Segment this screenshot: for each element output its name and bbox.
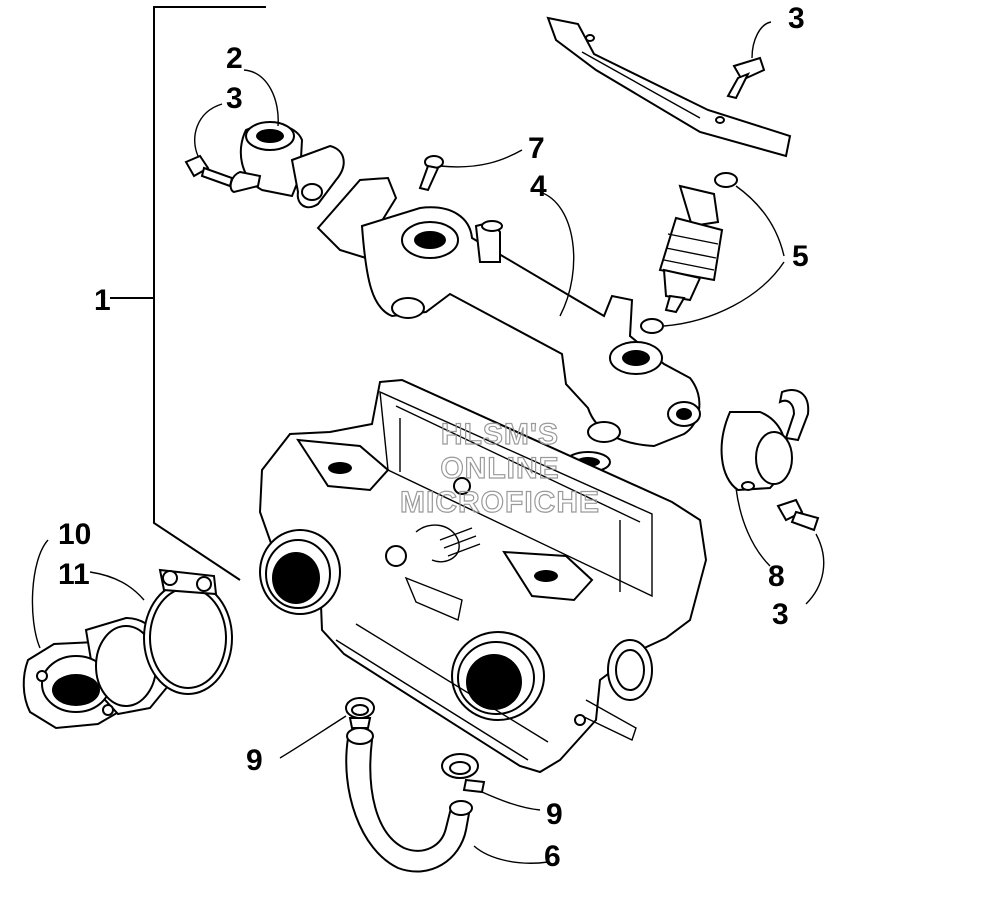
callout-3-upper-left: 3 xyxy=(226,82,243,115)
bolt-right xyxy=(776,498,825,605)
callout-3-top-right: 3 xyxy=(788,2,805,35)
fuel-injector xyxy=(640,172,785,334)
callout-11: 11 xyxy=(58,558,90,591)
callout-6: 6 xyxy=(544,840,561,873)
bolt-upper-left xyxy=(184,103,234,188)
throttle-body xyxy=(258,378,708,774)
hose-clip-right xyxy=(441,753,541,811)
watermark-line-1: HLSM'S xyxy=(441,418,559,451)
hose-clip-left xyxy=(279,697,375,759)
callout-4: 4 xyxy=(530,170,547,203)
callout-9-left: 9 xyxy=(246,744,263,777)
bolt-top-right xyxy=(726,21,772,100)
watermark-line-3: MICROFICHE xyxy=(400,486,600,519)
callout-9-right: 9 xyxy=(546,798,563,831)
watermark: HLSM'S ONLINE MICROFICHE xyxy=(399,417,600,519)
screw xyxy=(418,149,523,192)
mounting-plate xyxy=(546,16,792,158)
callout-3-right: 3 xyxy=(772,598,789,631)
watermark-line-2: ONLINE xyxy=(440,452,559,485)
callout-2: 2 xyxy=(226,42,243,75)
idle-air-valve xyxy=(720,389,810,567)
assembly-bracket xyxy=(110,6,266,581)
callouts: 1 2 3 3 3 4 5 6 7 8 9 9 10 11 3 xyxy=(58,2,809,873)
callout-8: 8 xyxy=(768,560,785,593)
callout-7: 7 xyxy=(528,132,545,165)
callout-1: 1 xyxy=(94,284,111,317)
callout-10: 10 xyxy=(58,518,91,551)
hose-clamp xyxy=(89,568,233,695)
adapter-boot xyxy=(22,539,170,730)
sensor-housing xyxy=(229,69,345,209)
vent-hose xyxy=(345,727,549,873)
fuel-rail xyxy=(316,176,701,448)
callout-5: 5 xyxy=(792,240,809,273)
